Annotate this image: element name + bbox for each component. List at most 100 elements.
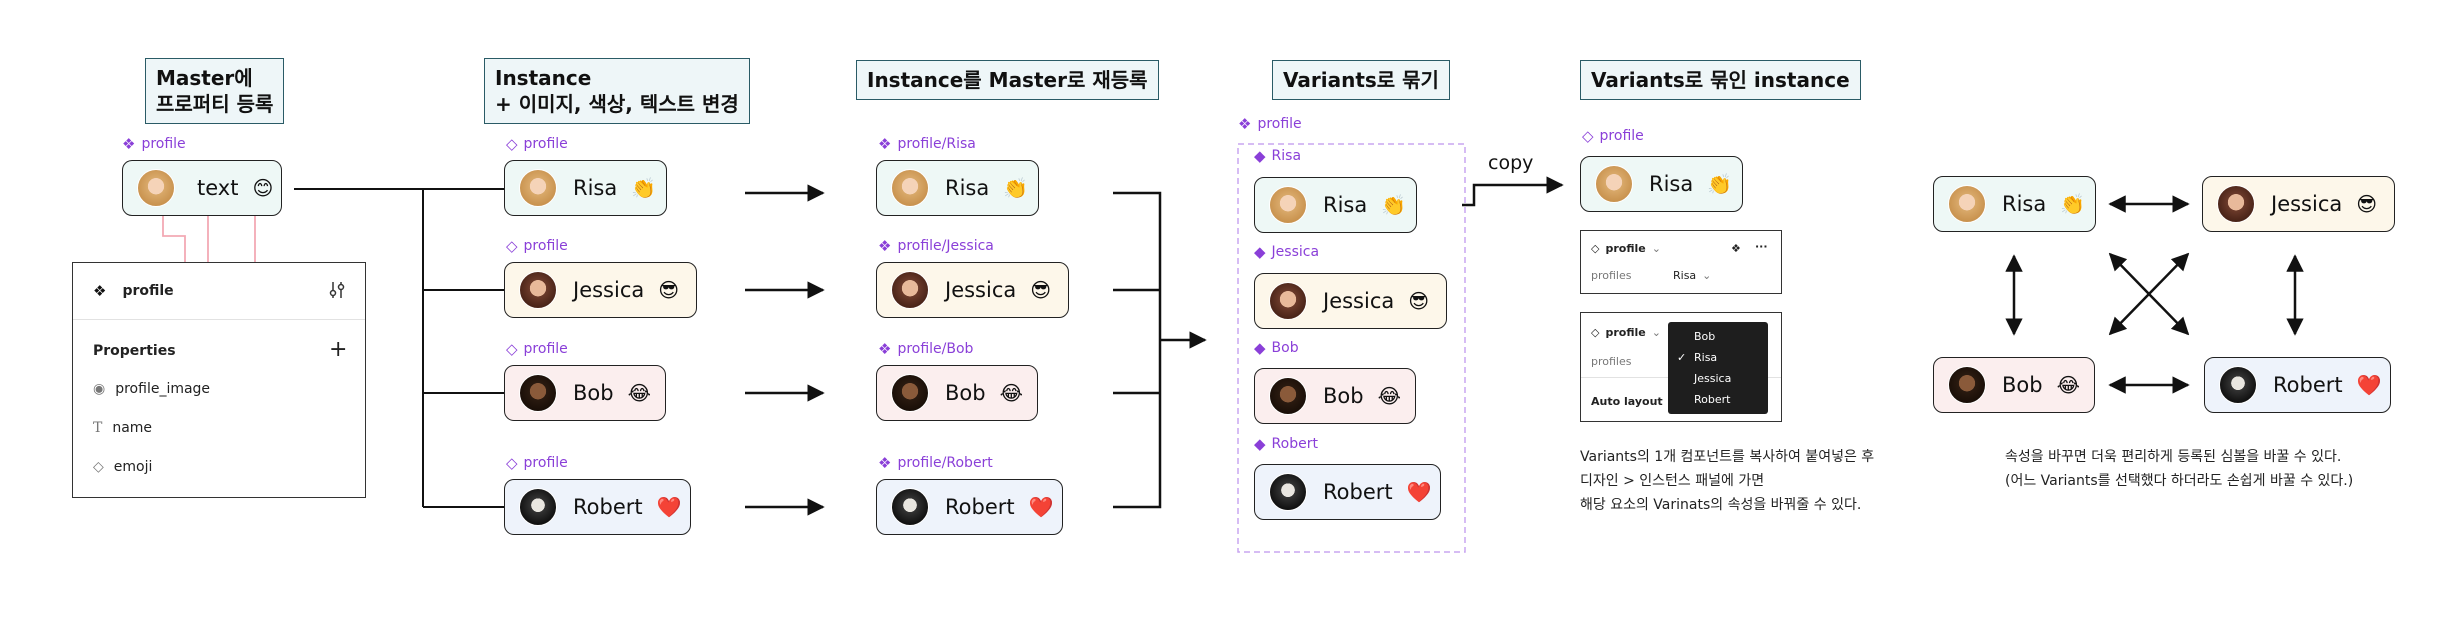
prop-value: Risa: [1673, 269, 1697, 282]
instance-panel-component: profile: [1605, 242, 1646, 255]
card-name: Robert: [573, 495, 643, 519]
prop-row-profile-image[interactable]: ◉ profile_image: [93, 381, 210, 397]
menu-item-robert[interactable]: Robert: [1668, 389, 1768, 410]
avatar: [1948, 185, 1986, 223]
title-instance: Instance + 이미지, 색상, 텍스트 변경: [484, 58, 750, 124]
card-name: Risa: [573, 176, 618, 200]
more-icon[interactable]: ···: [1755, 240, 1768, 253]
instance-label-text: profile: [523, 455, 568, 471]
component-label-text: profile/Bob: [897, 341, 974, 357]
card-emoji: 😎: [1030, 278, 1052, 302]
master-card[interactable]: text 😊: [122, 160, 282, 216]
menu-item-risa[interactable]: ✓Risa: [1668, 347, 1768, 368]
eye-icon: ◉: [93, 381, 106, 397]
variant-diamond-icon: ◆: [1254, 434, 1266, 453]
panel-header: ❖ profile: [93, 283, 174, 299]
adjust-icon[interactable]: [329, 281, 345, 299]
chevron-down-icon[interactable]: ⌄: [1702, 269, 1712, 282]
swap-arrows: [2005, 195, 2304, 394]
avatar: [2219, 366, 2257, 404]
variants-group-text: profile: [1257, 116, 1302, 132]
auto-layout-label: Auto layout: [1591, 395, 1663, 408]
menu-item-bob[interactable]: Bob: [1668, 326, 1768, 347]
variant-dropdown-menu[interactable]: Bob ✓Risa Jessica Robert: [1668, 322, 1768, 414]
caption-line: (어느 Variants를 선택했다 하더라도 손쉽게 바꿀 수 있다.): [2005, 473, 2354, 489]
instance-panel-collapsed: ◇ profile ⌄ ❖ ··· profiles Risa ⌄: [1580, 230, 1782, 294]
card-emoji: ❤️: [1028, 495, 1054, 519]
variant-instance-label-text: profile: [1599, 128, 1644, 144]
variant-card-robert[interactable]: Robert ❤️: [1254, 464, 1441, 520]
component-set-icon[interactable]: ❖: [1731, 242, 1741, 255]
component-label-text: profile/Robert: [897, 455, 993, 471]
instance-card-robert[interactable]: Robert ❤️: [504, 479, 691, 535]
add-property-button[interactable]: +: [329, 337, 348, 362]
variant-label-text: Robert: [1271, 436, 1318, 452]
swap-card-bob[interactable]: Bob 😂: [1933, 357, 2095, 413]
instance-panel-header: ◇ profile ⌄: [1591, 242, 1661, 255]
card-emoji: 👏: [1707, 172, 1733, 196]
instance-diamond-icon: ◇: [506, 339, 518, 358]
instance-label-robert: ◇ profile: [506, 455, 568, 471]
caption-line: 속성을 바꾸면 더욱 편리하게 등록된 심볼을 바꿀 수 있다.: [2005, 449, 2342, 465]
instance-diamond-icon: ◇: [506, 453, 518, 472]
swap-card-robert[interactable]: Robert ❤️: [2204, 357, 2391, 413]
component-set-icon: ❖: [93, 281, 107, 300]
card-name: Bob: [2002, 373, 2043, 397]
card-name: Robert: [2273, 373, 2343, 397]
avatar: [519, 488, 557, 526]
instance-card-risa[interactable]: Risa 👏: [504, 160, 667, 216]
variant-card-jessica[interactable]: Jessica 😎: [1254, 273, 1447, 329]
swap-card-jessica[interactable]: Jessica 😎: [2202, 176, 2395, 232]
instance-panel-prop-row[interactable]: profiles Risa ⌄: [1591, 269, 1711, 282]
prop-name: profiles: [1591, 355, 1632, 368]
title-reregister: Instance를 Master로 재등록: [856, 60, 1159, 100]
instance-diamond-icon: ◇: [1591, 326, 1600, 339]
variant-card-risa[interactable]: Risa 👏: [1254, 177, 1417, 233]
variant-instance-card[interactable]: Risa 👏: [1580, 156, 1743, 212]
avatar: [1269, 282, 1307, 320]
instance-diamond-icon: ◇: [506, 236, 518, 255]
card-name: Jessica: [2271, 192, 2343, 216]
properties-panel: ❖ profile Properties + ◉ profile_image T…: [72, 262, 366, 498]
card-name: Bob: [945, 381, 986, 405]
variants-frame: [1237, 143, 1466, 553]
instance-card-jessica[interactable]: Jessica 😎: [504, 262, 697, 318]
component-card-jessica[interactable]: Jessica 😎: [876, 262, 1069, 318]
instance-label-risa: ◇ profile: [506, 136, 568, 152]
swap-card-risa[interactable]: Risa 👏: [1933, 176, 2096, 232]
card-emoji: ❤️: [2356, 373, 2382, 397]
component-card-robert[interactable]: Robert ❤️: [876, 479, 1063, 535]
caption-line: 디자인 > 인스턴스 패널에 가면: [1580, 473, 1765, 489]
menu-item-jessica[interactable]: Jessica: [1668, 368, 1768, 389]
variant-diamond-icon: ◆: [1254, 338, 1266, 357]
card-name: Bob: [573, 381, 614, 405]
card-emoji: 👏: [631, 176, 657, 200]
chevron-down-icon[interactable]: ⌄: [1651, 326, 1661, 339]
instance-card-bob[interactable]: Bob 😂: [504, 365, 666, 421]
card-emoji: 👏: [2060, 192, 2086, 216]
instance-label-text: profile: [523, 341, 568, 357]
prop-row-name[interactable]: T name: [93, 420, 152, 436]
variant-label-robert: ◆ Robert: [1254, 436, 1318, 452]
card-emoji: 😂: [1377, 384, 1401, 408]
instance-panel-prop-row[interactable]: profiles: [1591, 355, 1631, 368]
variant-card-bob[interactable]: Bob 😂: [1254, 368, 1416, 424]
component-card-risa[interactable]: Risa 👏: [876, 160, 1039, 216]
card-emoji: ❤️: [1406, 480, 1432, 504]
instance-diamond-icon: ◇: [506, 134, 518, 153]
chevron-down-icon[interactable]: ⌄: [1651, 242, 1661, 255]
caption-line: 해당 요소의 Varinats의 속성을 바꿔줄 수 있다.: [1580, 497, 1862, 513]
component-card-bob[interactable]: Bob 😂: [876, 365, 1038, 421]
avatar: [1948, 366, 1986, 404]
card-name: Robert: [945, 495, 1015, 519]
master-name: text: [197, 176, 239, 200]
prop-row-emoji[interactable]: ◇ emoji: [93, 459, 152, 475]
variant-label-text: Jessica: [1271, 244, 1320, 260]
instance-label-bob: ◇ profile: [506, 341, 568, 357]
caption-left: Variants의 1개 컴포넌트를 복사하여 붙여넣은 후 디자인 > 인스턴…: [1580, 445, 1874, 517]
menu-item-label: Jessica: [1694, 372, 1732, 385]
card-name: Jessica: [945, 278, 1017, 302]
title-instance-line1: Instance: [495, 66, 592, 90]
avatar: [1595, 165, 1633, 203]
